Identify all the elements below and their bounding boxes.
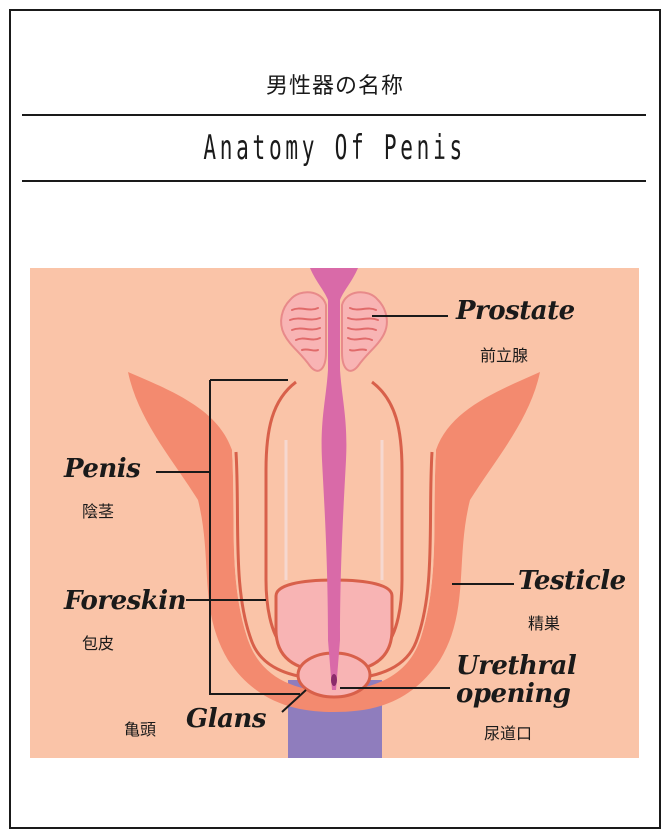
label-glans-jp: 亀頭 <box>124 720 157 739</box>
divider-top <box>22 114 646 116</box>
leader-glans <box>281 689 307 713</box>
urethra <box>310 268 358 690</box>
urethral-opening-mark <box>331 674 337 686</box>
prostate-left <box>280 291 327 372</box>
divider-bottom <box>22 180 646 182</box>
prostate-right <box>341 291 388 372</box>
title-japanese: 男性器の名称 <box>265 74 404 99</box>
label-urethral-line2: opening <box>456 679 571 709</box>
label-prostate-jp: 前立腺 <box>480 346 529 365</box>
label-urethral-jp: 尿道口 <box>484 724 533 743</box>
scrotum-skin <box>128 372 540 712</box>
label-testicle-jp: 精巣 <box>528 614 561 633</box>
label-penis: Penis <box>64 454 141 484</box>
label-testicle: Testicle <box>518 566 626 596</box>
outer-frame <box>9 9 661 829</box>
label-prostate: Prostate <box>456 296 575 326</box>
label-urethral-line1: Urethral <box>456 651 577 681</box>
label-foreskin-jp: 包皮 <box>82 634 115 653</box>
label-glans: Glans <box>186 704 266 734</box>
title-english: Anatomy Of Penis <box>203 128 466 168</box>
label-penis-jp: 陰茎 <box>82 502 115 521</box>
label-foreskin: Foreskin <box>64 586 187 616</box>
leader-penis <box>156 379 300 695</box>
